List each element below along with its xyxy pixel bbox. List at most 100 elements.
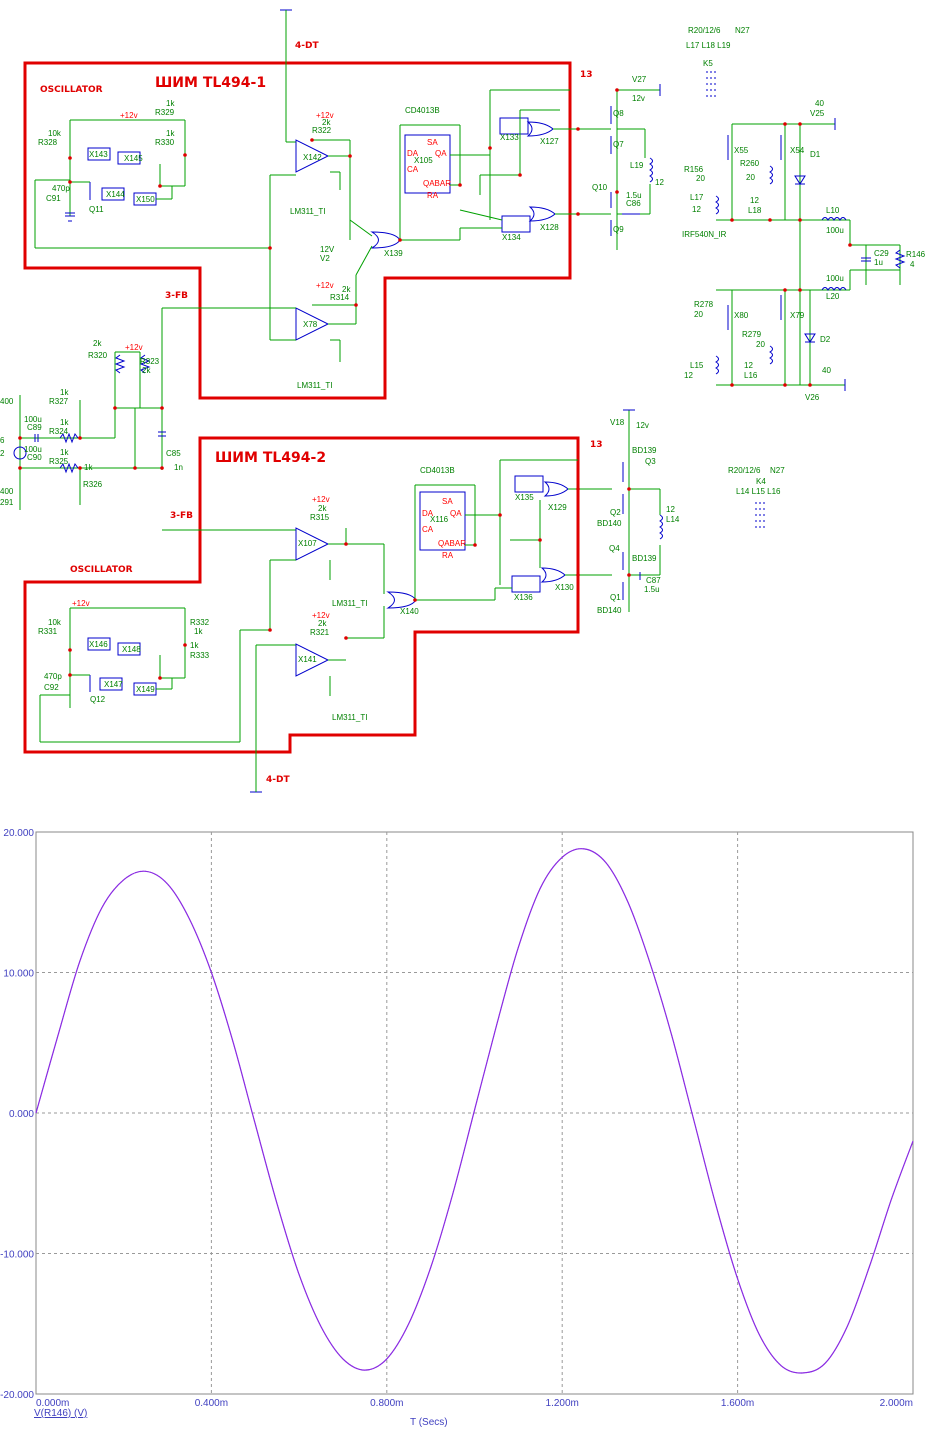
x140-label: X140 xyxy=(400,607,419,616)
d2-label: D2 xyxy=(820,335,831,344)
pwm-block-1-outline xyxy=(23,61,572,400)
y-tick-label: 10.000 xyxy=(3,969,34,980)
c85-value: 1n xyxy=(174,463,183,472)
l18-label: L18 xyxy=(748,206,762,215)
bd140b-label: BD140 xyxy=(597,606,622,615)
d1-label: D1 xyxy=(810,150,821,159)
v26-value: 40 xyxy=(822,366,831,375)
l20-value: 100u xyxy=(826,274,844,283)
r327-value: 1k xyxy=(60,388,69,397)
x-tick-label: 1.200m xyxy=(546,1398,579,1409)
r326-label: R326 xyxy=(83,480,103,489)
k4-model: R20/12/6 xyxy=(728,466,761,475)
y-tick-label: 0.000 xyxy=(9,1109,34,1120)
r329-value: 1k xyxy=(166,99,175,108)
r333-value: 1k xyxy=(190,641,199,650)
y-tick-label: -10.000 xyxy=(0,1250,34,1261)
l14-value: 12 xyxy=(666,505,675,514)
c85-label: C85 xyxy=(166,449,181,458)
lm311a-label: LM311_TI xyxy=(290,207,325,216)
q4-label: Q4 xyxy=(609,544,620,553)
v2-value: 12V xyxy=(320,245,335,254)
v2-label: V2 xyxy=(320,254,330,263)
pin13-a: 13 xyxy=(580,70,593,80)
ra-a: RA xyxy=(427,191,439,200)
q10-label: Q10 xyxy=(592,183,608,192)
l16-label: L16 xyxy=(744,371,758,380)
l17-value: 12 xyxy=(692,205,701,214)
left-400b: 400 xyxy=(0,487,14,496)
x129-label: X129 xyxy=(548,503,567,512)
gate-x136 xyxy=(511,575,541,593)
c92-label: C92 xyxy=(44,683,59,692)
plot-grid xyxy=(35,831,914,1395)
c92-value: 470p xyxy=(44,672,62,681)
x145-label: X145 xyxy=(124,154,143,163)
r330-label: R330 xyxy=(155,138,175,147)
r156-value: 20 xyxy=(696,174,705,183)
r332-label: R332 xyxy=(190,618,210,627)
x147-label: X147 xyxy=(104,680,123,689)
series-ripple xyxy=(35,848,914,1374)
flipflop-x116 xyxy=(419,491,466,551)
l17-label: L17 xyxy=(690,193,704,202)
plot-series xyxy=(35,848,914,1374)
qa-a: QA xyxy=(435,149,447,158)
legend-label: V(R146) (V) xyxy=(34,1408,87,1419)
x134-label: X134 xyxy=(502,233,521,242)
l15-label: L15 xyxy=(690,361,704,370)
x78-label: X78 xyxy=(303,320,318,329)
q9-label: Q9 xyxy=(613,225,624,234)
v26-label: V26 xyxy=(805,393,820,402)
r279-label: R279 xyxy=(742,330,762,339)
gate-x129 xyxy=(543,481,569,497)
x-tick-label: 2.000m xyxy=(880,1398,913,1409)
r331-value: 10k xyxy=(48,618,62,627)
k5-label: K5 xyxy=(703,59,713,68)
left-6: 6 xyxy=(0,436,5,445)
qa-b: QA xyxy=(450,509,462,518)
r146-value: 4 xyxy=(910,260,915,269)
dt-bottom-label: 4-DT xyxy=(266,775,290,785)
x143-label: X143 xyxy=(89,150,108,159)
plus12-x107: +12v xyxy=(312,495,330,504)
x130-label: X130 xyxy=(555,583,574,592)
q8-label: Q8 xyxy=(613,109,624,118)
x55-label: X55 xyxy=(734,146,749,155)
r326-value: 1k xyxy=(84,463,93,472)
x107-label: X107 xyxy=(298,539,317,548)
x128-label: X128 xyxy=(540,223,559,232)
q12-label: Q12 xyxy=(90,695,106,704)
l19-value: 12 xyxy=(655,178,664,187)
bd139b-label: BD139 xyxy=(632,554,657,563)
r146-label: R146 xyxy=(906,250,926,259)
fb2-label: 3-FB xyxy=(170,511,193,521)
q1-label: Q1 xyxy=(610,593,621,602)
x142-label: X142 xyxy=(303,153,322,162)
l10-label: L10 xyxy=(826,206,840,215)
lm311d-label: LM311_TI xyxy=(332,713,367,722)
comparator-x107 xyxy=(295,527,330,561)
comparator-x142 xyxy=(295,139,330,173)
gate-x130 xyxy=(540,567,566,583)
comparator-x78 xyxy=(295,307,330,341)
r323-label: R323 xyxy=(140,357,160,366)
cd4013a-label: CD4013B xyxy=(405,106,440,115)
input-network xyxy=(13,351,166,510)
r322-value: 2k xyxy=(322,118,331,127)
q3-label: Q3 xyxy=(645,457,656,466)
gate-x127 xyxy=(526,121,554,137)
irf-label: IRF540N_IR xyxy=(682,230,727,239)
sa-b: SA xyxy=(442,497,453,506)
output-stage-2 xyxy=(622,409,663,612)
c90-label: C90 xyxy=(27,453,42,462)
ca-b: CA xyxy=(422,525,434,534)
r332-value: 1k xyxy=(194,627,203,636)
k5-core: N27 xyxy=(735,26,750,35)
q7-label: Q7 xyxy=(613,140,624,149)
y-tick-label: 20.000 xyxy=(3,828,34,839)
cd4013b-label: CD4013B xyxy=(420,466,455,475)
c87-label: C87 xyxy=(646,576,661,585)
y-tick-label: -20.000 xyxy=(0,1390,34,1401)
